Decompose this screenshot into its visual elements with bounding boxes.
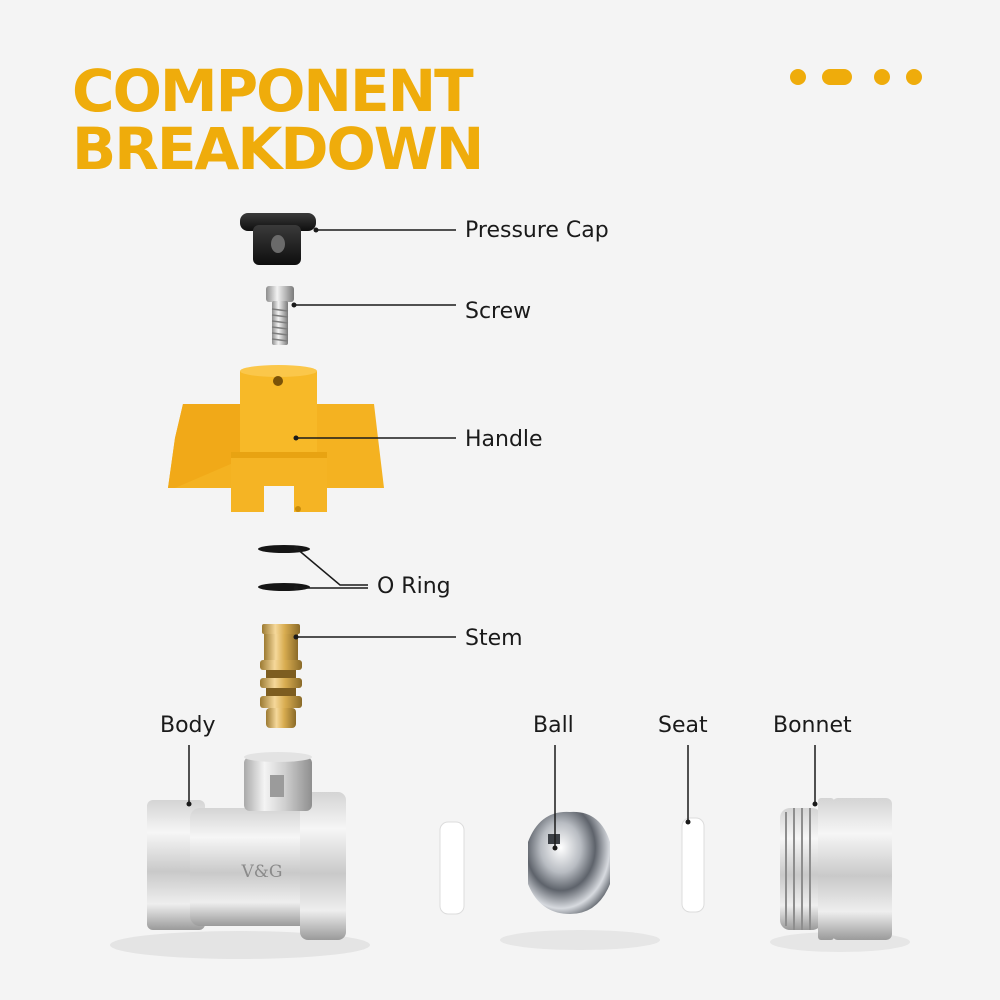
label-handle: Handle bbox=[465, 427, 543, 452]
label-seat: Seat bbox=[658, 713, 708, 738]
pressure-cap-icon bbox=[240, 213, 316, 265]
seat-left-icon bbox=[439, 821, 465, 915]
label-stem: Stem bbox=[465, 626, 523, 651]
title-line-2: BREAKDOWN bbox=[72, 115, 484, 183]
valve-body-icon bbox=[147, 752, 346, 940]
screw-icon bbox=[266, 286, 294, 345]
bonnet-icon bbox=[780, 798, 892, 940]
handle-icon bbox=[168, 365, 384, 512]
page-title: COMPONENT BREAKDOWN bbox=[72, 57, 484, 183]
label-screw: Screw bbox=[465, 299, 532, 324]
leader-dots bbox=[186, 227, 818, 851]
leader-lines bbox=[188, 229, 816, 848]
seat-right-icon bbox=[681, 817, 705, 913]
dot-2 bbox=[874, 69, 890, 85]
title-line-1: COMPONENT bbox=[72, 57, 474, 125]
label-body: Body bbox=[160, 713, 216, 738]
label-ball: Ball bbox=[533, 713, 574, 738]
dot-3 bbox=[906, 69, 922, 85]
dot-active bbox=[822, 69, 852, 85]
ball-icon bbox=[528, 811, 610, 914]
dot-1 bbox=[790, 69, 806, 85]
stem-icon bbox=[260, 624, 302, 728]
label-o-ring: O Ring bbox=[377, 574, 451, 599]
label-bonnet: Bonnet bbox=[773, 713, 852, 738]
o-ring-icon bbox=[258, 545, 310, 591]
ball-shadow bbox=[500, 930, 660, 950]
label-pressure-cap: Pressure Cap bbox=[465, 218, 609, 243]
body-marking: V&G bbox=[241, 862, 283, 882]
